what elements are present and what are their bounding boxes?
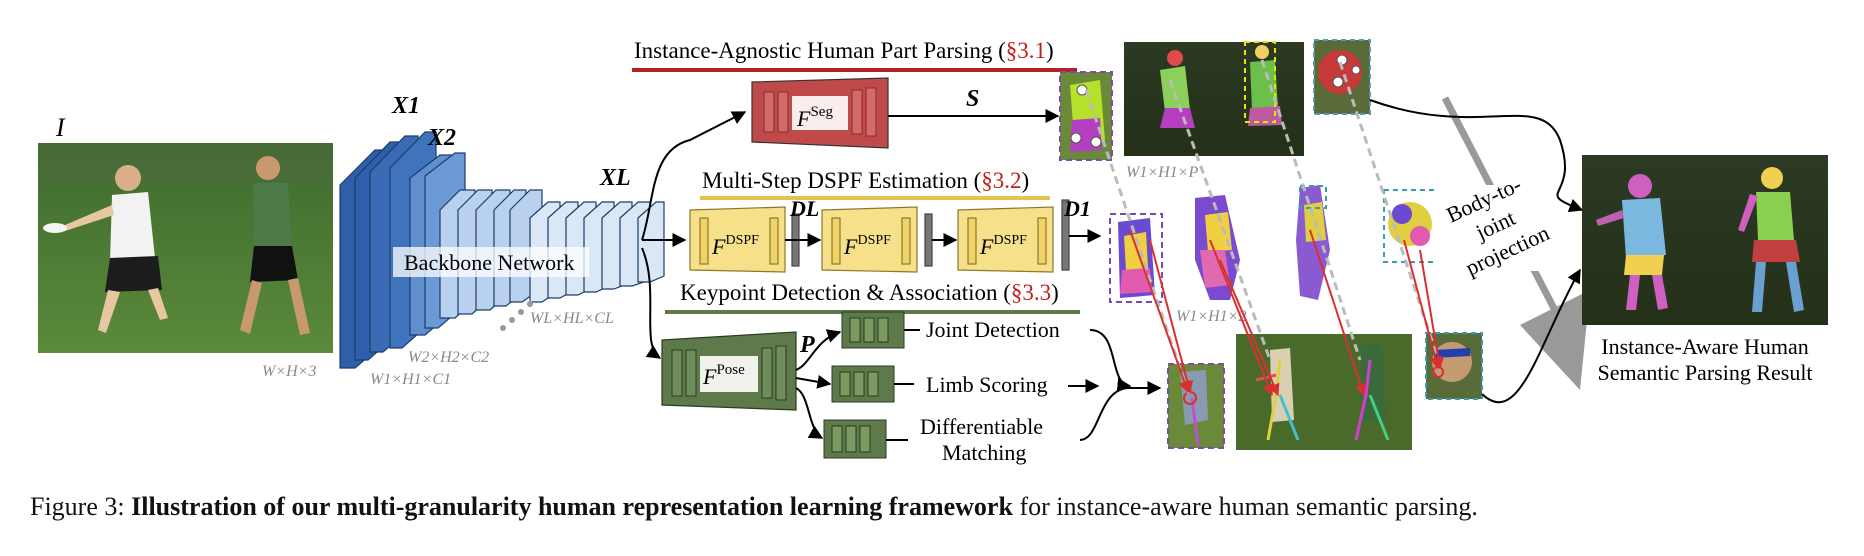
pose-func: FPose bbox=[702, 362, 745, 389]
dspf-func-2: FDSPF bbox=[843, 233, 891, 259]
pose-header: Keypoint Detection & Association (§3.3) bbox=[680, 280, 1059, 305]
arrow-pose-to-result bbox=[1481, 268, 1581, 403]
pose-heads bbox=[823, 311, 905, 459]
caption-bold: Illustration of our multi-granularity hu… bbox=[131, 492, 1013, 521]
seg-header: Instance-Agnostic Human Part Parsing (§3… bbox=[634, 38, 1054, 63]
dspf-out-dim: W1×H1×2 bbox=[1176, 308, 1246, 325]
x1-symbol: X1 bbox=[391, 93, 420, 119]
input-dim: W×H×3 bbox=[262, 363, 316, 380]
dspf-func-3: FDSPF bbox=[979, 233, 1027, 259]
arrow-seg-to-result bbox=[1369, 99, 1584, 213]
caption-rest: for instance-aware human semantic parsin… bbox=[1012, 492, 1478, 521]
arrow-to-joint bbox=[795, 329, 842, 371]
result-label-1: Instance-Aware Human bbox=[1601, 334, 1809, 359]
dspf-modules bbox=[689, 199, 1070, 273]
dim-x1: W1×H1×C1 bbox=[370, 371, 451, 388]
dspf-thumbnails bbox=[1109, 185, 1441, 303]
backbone-label: Backbone Network bbox=[404, 250, 574, 275]
arrow-to-pose bbox=[641, 247, 662, 359]
seg-module bbox=[751, 77, 889, 149]
projection-arrow-head bbox=[1520, 290, 1590, 390]
dspf-header: Multi-Step DSPF Estimation (§3.2) bbox=[702, 168, 1029, 193]
diff-label-2: Matching bbox=[942, 440, 1026, 465]
projection-label-bg bbox=[1436, 185, 1558, 271]
figure-caption: Figure 3: Illustration of our multi-gran… bbox=[30, 492, 1478, 522]
x2-symbol: X2 bbox=[427, 125, 456, 151]
result-image bbox=[1582, 155, 1828, 325]
dspf-d1-symbol: D1 bbox=[1063, 196, 1091, 221]
dim-xl: WL×HL×CL bbox=[530, 310, 614, 327]
red-projection-arrows bbox=[1129, 229, 1445, 397]
arrow-to-limb bbox=[795, 374, 832, 389]
pose-output-symbol: P bbox=[799, 332, 815, 358]
xl-symbol: XL bbox=[599, 165, 631, 191]
limb-scoring-label: Limb Scoring bbox=[926, 372, 1048, 397]
diff-label-1: Differentiable bbox=[920, 414, 1043, 439]
dim-x2: W2×H2×C2 bbox=[408, 349, 489, 366]
caption-prefix: Figure 3: bbox=[30, 492, 132, 521]
seg-output-symbol: S bbox=[966, 86, 979, 112]
result-label-2: Semantic Parsing Result bbox=[1597, 360, 1812, 385]
arrow-to-diff bbox=[795, 387, 824, 439]
arrow-joint-merge bbox=[1089, 329, 1132, 392]
seg-out-dim: W1×H1×P bbox=[1126, 164, 1198, 181]
input-symbol: I bbox=[55, 113, 66, 142]
arrow-to-seg bbox=[641, 111, 747, 241]
arrow-diff-merge bbox=[1079, 387, 1129, 441]
dspf-dl-symbol: DL bbox=[789, 196, 819, 221]
dspf-func-1: FDSPF bbox=[711, 233, 759, 259]
seg-thumbnails bbox=[1059, 39, 1371, 161]
ellipsis-dots bbox=[500, 301, 533, 331]
seg-func: FSeg bbox=[796, 104, 833, 131]
input-image bbox=[38, 143, 333, 353]
pose-module bbox=[661, 331, 797, 411]
joint-detection-label: Joint Detection bbox=[926, 317, 1060, 342]
